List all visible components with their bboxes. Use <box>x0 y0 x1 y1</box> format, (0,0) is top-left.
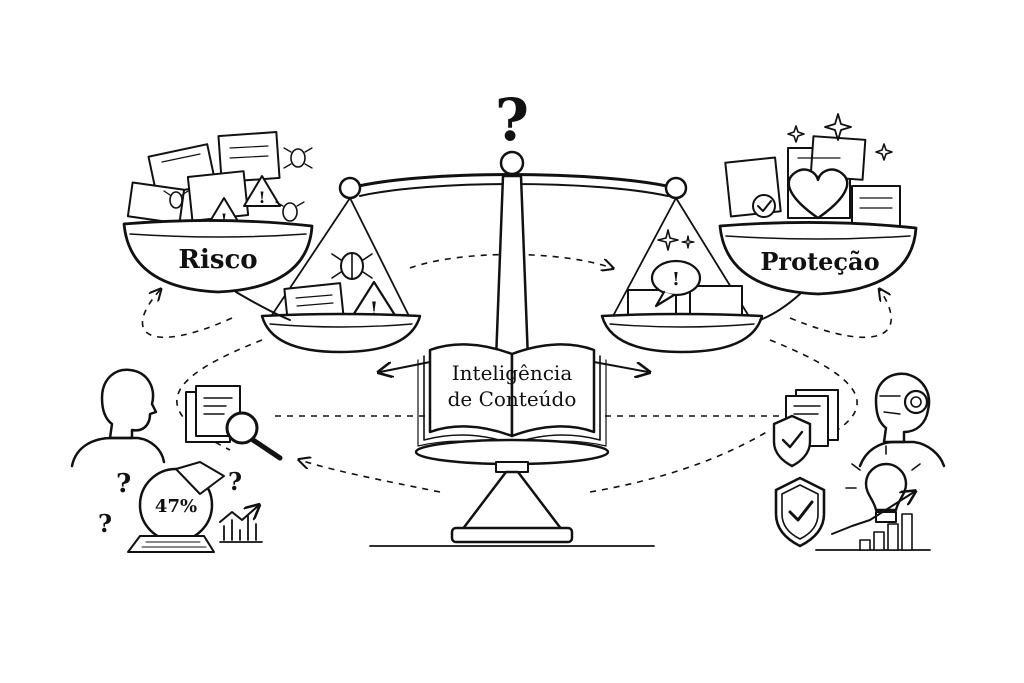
lower-left-pan: ! <box>260 252 422 354</box>
pie-chart-icon: 47% <box>138 461 225 543</box>
question-mark-2: ? <box>98 509 112 538</box>
magnifier-icon <box>225 411 283 461</box>
svg-text:!: ! <box>370 297 379 321</box>
bug-icon <box>331 252 373 280</box>
line-chart-icon <box>219 506 263 543</box>
robot-head-icon <box>858 372 946 468</box>
scale-base <box>369 438 655 547</box>
chat-bubble-icon: ! <box>650 259 702 308</box>
top-question-mark: ? <box>495 86 529 154</box>
question-mark-3: ? <box>228 467 242 496</box>
sparkle-icon <box>657 229 695 251</box>
protection-label: Proteção <box>760 247 879 276</box>
svg-text:!: ! <box>258 188 265 207</box>
question-mark-1: ? <box>116 469 131 499</box>
document-icon <box>185 385 241 443</box>
sparkle-icon <box>787 113 893 161</box>
shield-check-icon <box>772 414 812 468</box>
book-title-line1: Inteligência <box>452 361 573 385</box>
shield-check-icon <box>774 476 826 548</box>
bug-icon <box>163 147 313 222</box>
lower-right-pan: ! <box>600 229 764 354</box>
pie-value: 47% <box>155 496 197 517</box>
bar-growth-icon <box>815 492 931 551</box>
right-ai-cluster <box>772 372 946 551</box>
book-title-line2: de Conteúdo <box>448 387 577 411</box>
left-analysis-cluster: 47% ? ? ? <box>70 368 283 553</box>
svg-text:!: ! <box>672 269 680 290</box>
risk-label: Risco <box>178 245 257 275</box>
person-head-icon <box>70 368 166 468</box>
content-intelligence-book: Inteligência de Conteúdo <box>380 343 648 451</box>
heart-icon <box>787 168 849 220</box>
laptop-icon <box>127 535 215 553</box>
protection-bowl: Proteção <box>718 113 918 321</box>
risk-bowl: ! ! Risco <box>122 131 314 321</box>
